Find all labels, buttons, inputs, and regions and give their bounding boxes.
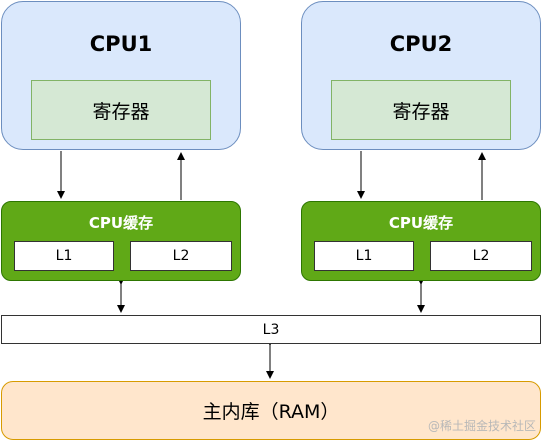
l3-cache-bar: L3	[1, 315, 541, 344]
cpu2-register: 寄存器	[331, 80, 511, 140]
cpu2-register-label: 寄存器	[392, 100, 450, 123]
cpu2-l1-label: L1	[355, 248, 373, 264]
ram-label: 主内库（RAM）	[202, 401, 340, 423]
cpu2-cache-title: CPU缓存	[388, 214, 454, 232]
cpu2-l2-box: L2	[430, 241, 532, 271]
cpu1-l2-box: L2	[130, 241, 232, 271]
cpu1-cache-title: CPU缓存	[88, 214, 154, 232]
watermark-text: @稀土掘金技术社区	[428, 419, 537, 433]
cpu2-l2-label: L2	[472, 248, 490, 264]
cpu2-title: CPU2	[389, 32, 453, 56]
cpu1-l1-box: L1	[14, 241, 114, 271]
cpu1-register: 寄存器	[31, 80, 211, 140]
cpu1-l1-label: L1	[55, 248, 73, 264]
l3-label: L3	[262, 321, 280, 338]
ram-box: 主内库（RAM）	[1, 381, 541, 440]
cpu1-register-label: 寄存器	[92, 100, 150, 123]
cpu1-title: CPU1	[89, 32, 153, 56]
cpu1-l2-label: L2	[172, 248, 190, 264]
cpu2-l1-box: L1	[314, 241, 414, 271]
